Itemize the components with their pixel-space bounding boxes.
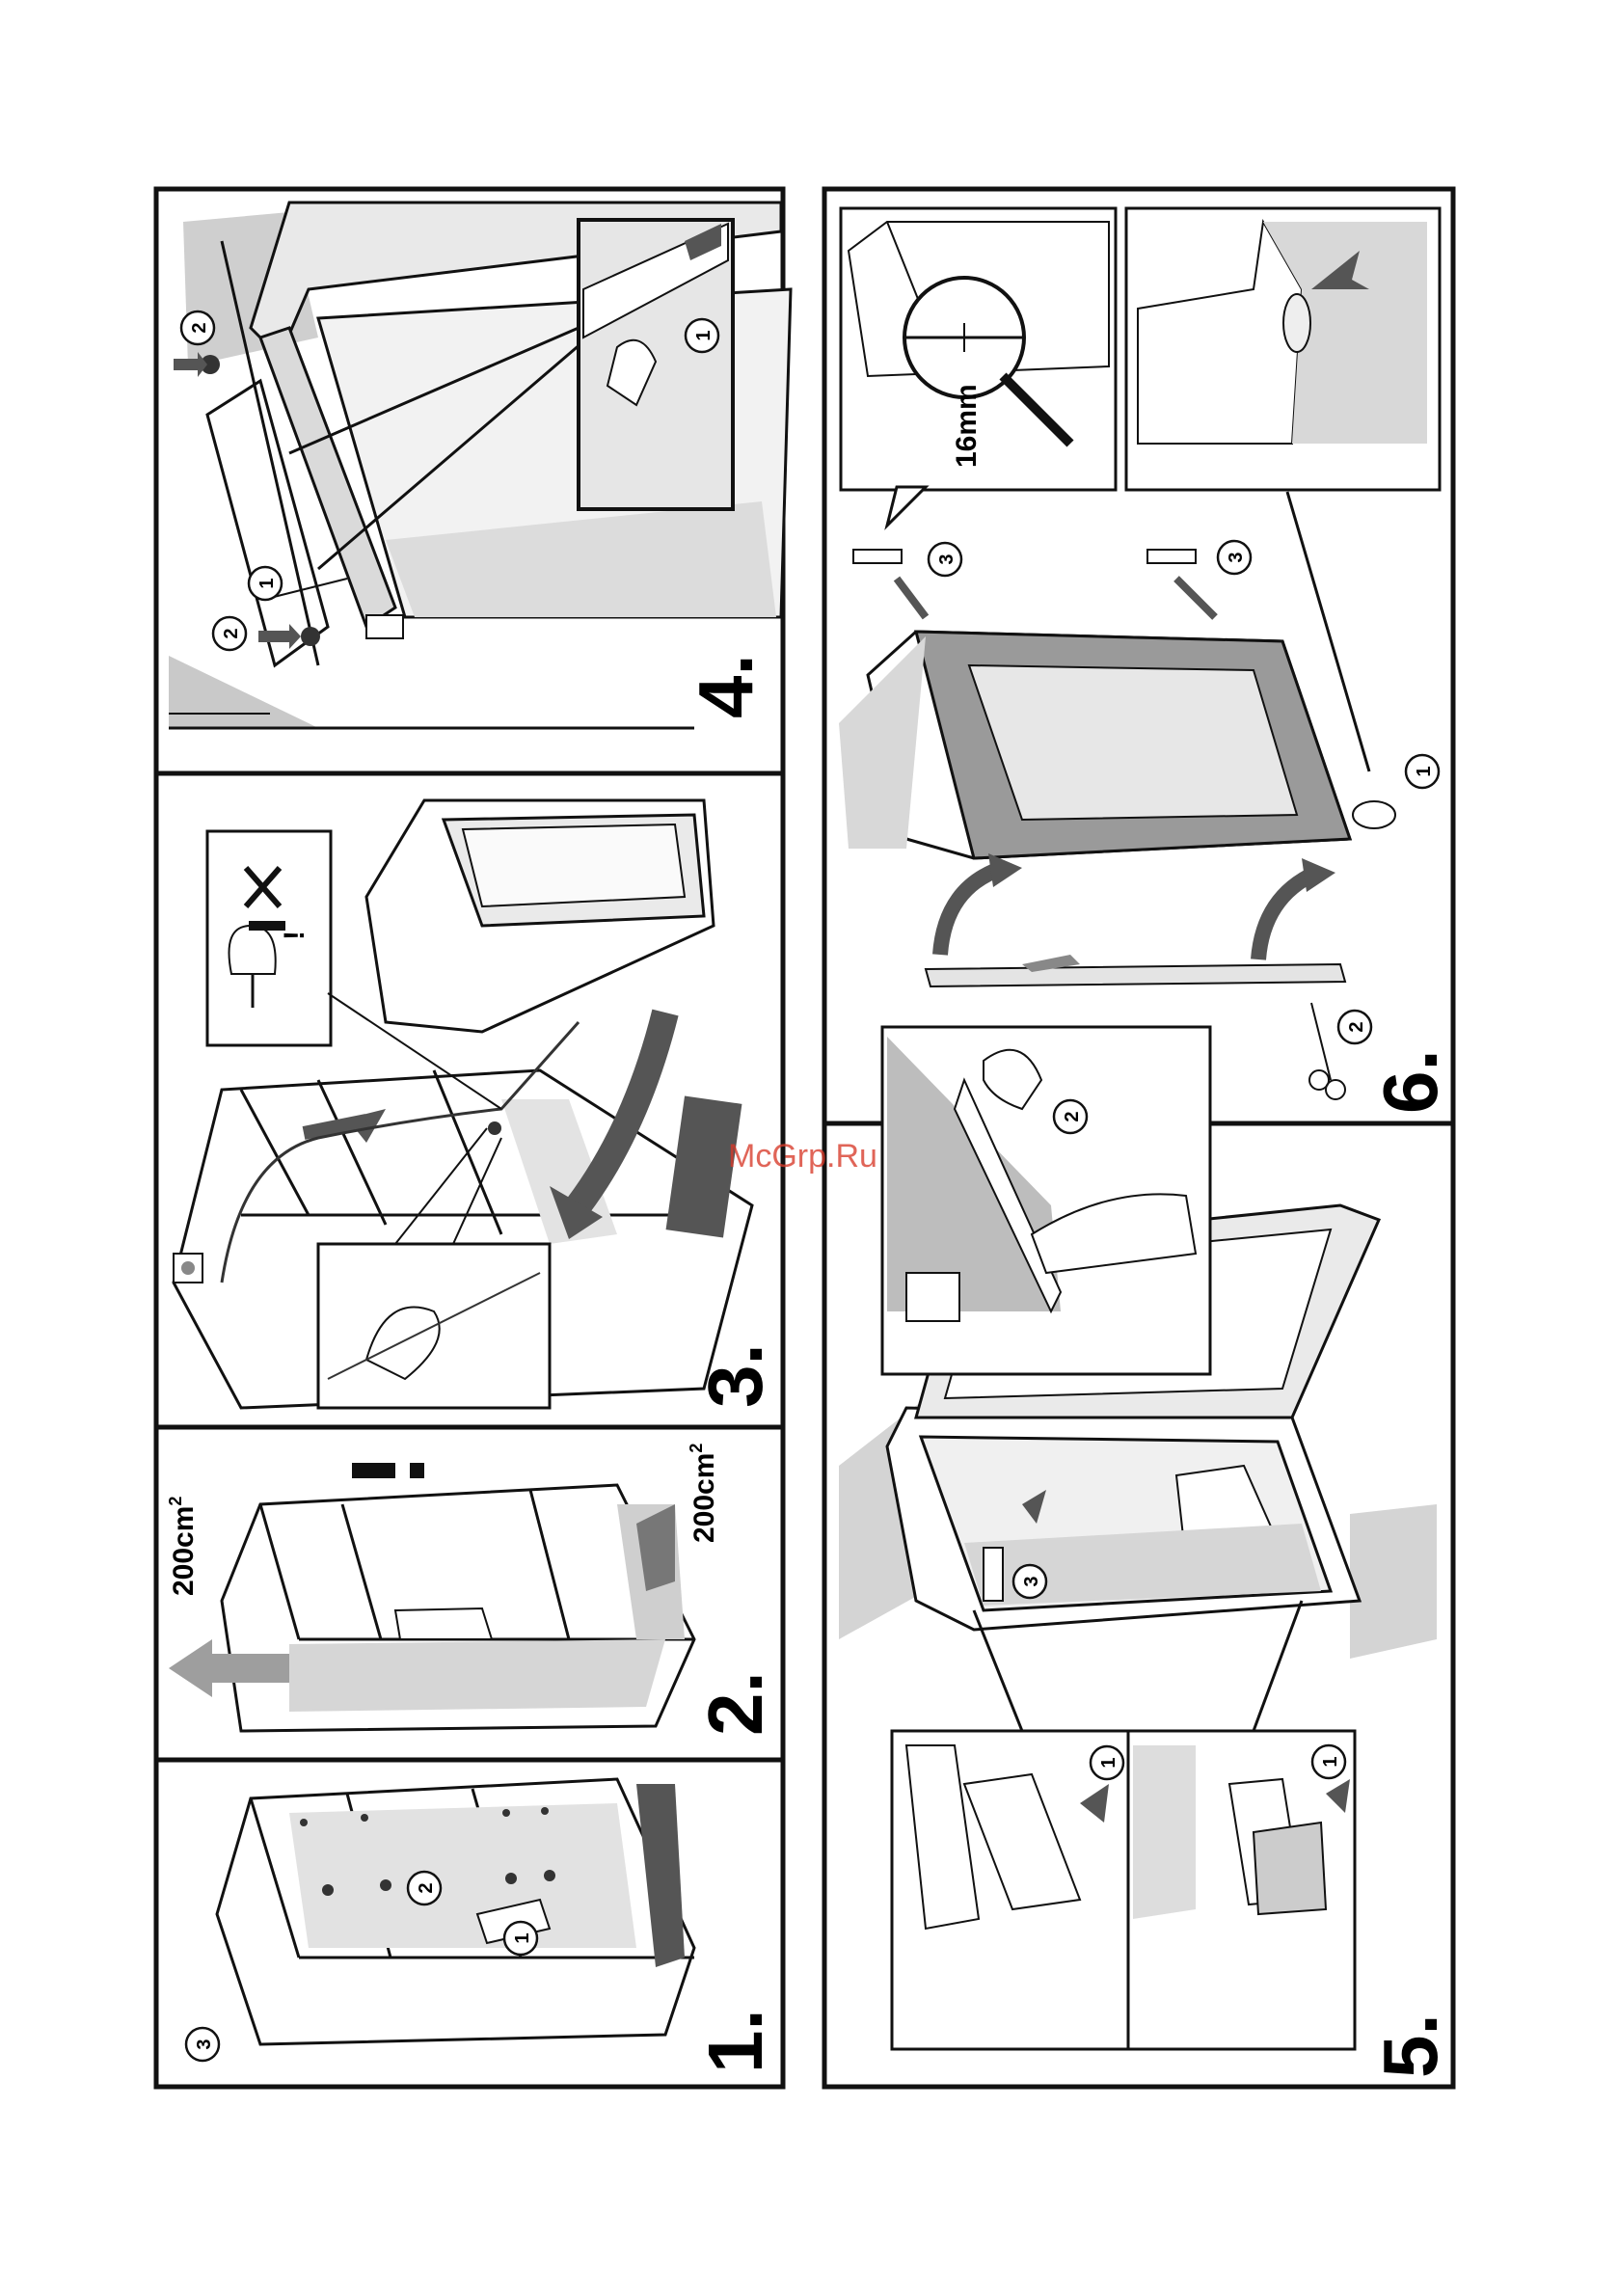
panel-6-measure-label: 16mm — [951, 384, 983, 468]
panel-4-step-number: 4. — [683, 654, 769, 718]
watermark-text: McGrp.Ru — [728, 1138, 877, 1175]
panel-5-step-number: 5. — [1367, 2013, 1453, 2078]
panel-5-callout-a: 1 — [1098, 1757, 1119, 1768]
panel-1-callout-c: 3 — [194, 2039, 215, 2049]
panel-3-warning-mark: ! — [279, 931, 310, 940]
panel-4-callout-a: 1 — [693, 330, 715, 340]
panel-5-callout-c: 2 — [1062, 1111, 1083, 1121]
panel-1-callout-a: 1 — [512, 1932, 533, 1943]
panel-5-callout-d: 3 — [1021, 1576, 1042, 1586]
panel-3-electrical-connection: ! 3. — [174, 800, 778, 1408]
panel-4-callout-d: 1 — [256, 578, 278, 588]
panel-2-vent-label-top: 200cm2 — [166, 1497, 200, 1596]
panel-6-callout-d: 2 — [1346, 1021, 1367, 1032]
panel-6-step-number: 6. — [1367, 1049, 1453, 1114]
panel-2-vent-label-bottom: 200cm2 — [687, 1444, 720, 1543]
panel-4-callout-c: 2 — [221, 628, 242, 638]
panel-5-callout-b: 1 — [1320, 1756, 1341, 1767]
panel-4-callout-b: 2 — [189, 322, 210, 333]
panel-6-callout-b: 3 — [1226, 552, 1247, 562]
panel-6-callout-a: 3 — [936, 554, 957, 564]
panel-2-step-number: 2. — [692, 1671, 778, 1736]
panel-6-callout-c: 1 — [1414, 766, 1435, 776]
warning-icon — [352, 1463, 424, 1478]
panel-1-callout-b: 2 — [416, 1882, 437, 1893]
panel-3-step-number: 3. — [692, 1343, 778, 1408]
panel-1-step-number: 1. — [692, 2009, 778, 2073]
